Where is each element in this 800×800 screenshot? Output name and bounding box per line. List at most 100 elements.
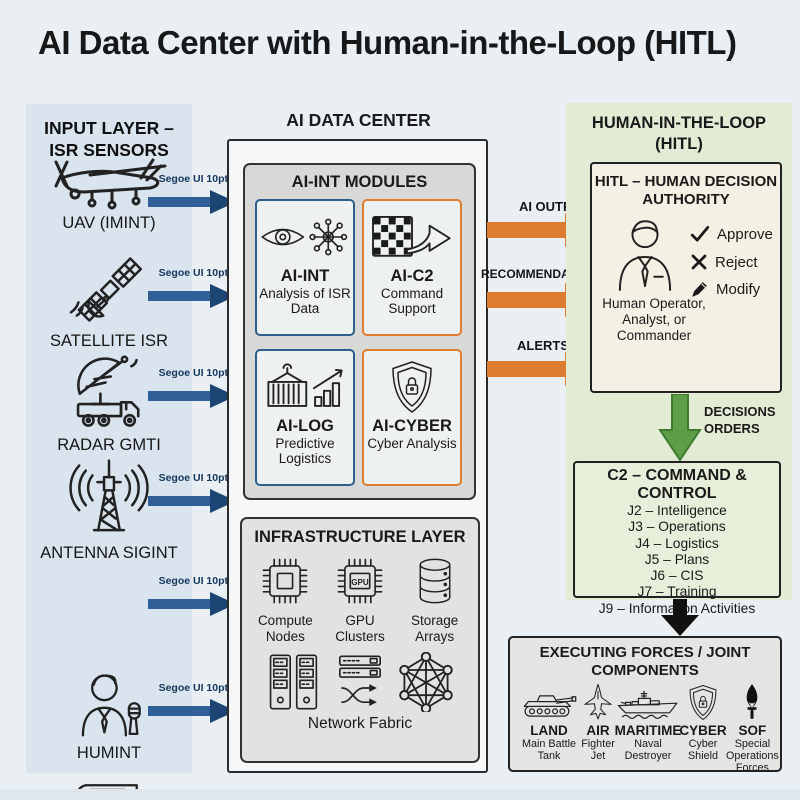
flow-arrow-satellite: Segoe UI 10pt (148, 267, 236, 313)
module-name: AI-LOG (276, 417, 334, 435)
unit-name: SOF (738, 723, 767, 738)
mesh-network-icon (399, 652, 453, 713)
infra-item-label: GPU Clusters (335, 613, 385, 644)
infra-item-label: Compute Nodes (257, 613, 313, 644)
sensor-label: UAV (IMINT) (62, 214, 156, 232)
infra-compute: Compute Nodes (248, 554, 322, 644)
unit-name: LAND (530, 723, 568, 738)
unit-desc: Fighter Jet (581, 738, 615, 763)
decisions-orders-label: DECISIONS ORDERS (704, 404, 776, 436)
sensor-label: ANTENNA SIGINT (40, 544, 178, 562)
network-fabric-icons (242, 652, 478, 713)
server-rack-icon (269, 654, 318, 710)
module-name: AI-CYBER (372, 417, 452, 435)
flow-arrow-humint: Segoe UI 10pt (148, 575, 236, 621)
sensor-humint: HUMINT (26, 668, 192, 763)
network-fabric-label: Network Fabric (307, 715, 413, 733)
action-label: Approve (717, 225, 773, 243)
infra-gpu: GPU GPU Clusters (323, 554, 397, 644)
arrow-caption: Segoe UI 10pt (158, 575, 228, 587)
unit-name: MARITIME (614, 723, 682, 738)
sensor-satellite: SATELLITE ISR (26, 252, 192, 351)
x-icon (691, 254, 707, 270)
c2-staff-item: J2 – Intelligence (627, 503, 727, 518)
unit-land: LAND Main Battle Tank (518, 683, 580, 774)
unit-name: AIR (586, 723, 610, 738)
executing-forces-header: EXECUTING FORCES / JOINT COMPONENTS (539, 644, 751, 679)
sensor-uav: UAV (IMINT) (26, 150, 192, 233)
module-ai-c2: AI-C2 Command Support (362, 199, 462, 336)
sensor-antenna: ANTENNA SIGINT (26, 454, 192, 563)
ai-modules-header: AI-INT MODULES (291, 173, 428, 191)
action-reject: Reject (690, 253, 773, 271)
module-name: AI-C2 (390, 267, 434, 285)
eye-network-icon (259, 208, 351, 266)
c2-staff-item: J4 – Logistics (635, 535, 719, 551)
infrastructure-box: INFRASTRUCTURE LAYER Compute Nodes GPU (240, 517, 480, 763)
alerts-label: ALERTS (517, 338, 569, 353)
sensor-radar: RADAR GMTI (26, 352, 192, 455)
orders-arrow (661, 599, 699, 636)
action-label: Modify (716, 281, 761, 298)
input-layer-panel: INPUT LAYER – ISR SENSORS UAV (IMINT) (26, 104, 192, 800)
flow-arrow-antenna: Segoe UI 10pt (148, 472, 236, 518)
sensor-label: HUMINT (76, 744, 142, 762)
c2-staff-item: J6 – CIS (650, 568, 704, 584)
c2-box: C2 – COMMAND & CONTROL J2 – Intelligence… (573, 461, 781, 616)
bottom-edge-strip (0, 789, 800, 800)
arrow-caption: Segoe UI 10pt (158, 267, 228, 279)
hitl-header: HUMAN-IN-THE-LOOP (HITL) (591, 114, 767, 153)
module-desc: Predictive Logistics (275, 436, 335, 467)
fighter-jet-icon (580, 683, 616, 721)
module-name: AI-INT (280, 267, 330, 285)
gpu-chip-icon: GPU (337, 558, 383, 604)
executing-forces-box: EXECUTING FORCES / JOINT COMPONENTS LAND… (508, 636, 782, 774)
infra-item-label: Storage Arrays (410, 613, 459, 644)
unit-desc: Special Operations Forces (726, 738, 779, 775)
unit-name: CYBER (679, 723, 727, 738)
infrastructure-items: Compute Nodes GPU GPU Clusters (242, 554, 478, 644)
unit-desc: Main Battle Tank (521, 738, 576, 763)
unit-desc: Cyber Shield (687, 738, 718, 763)
module-ai-cyber: AI-CYBER Cyber Analysis (362, 349, 462, 486)
arrow-caption: Segoe UI 10pt (158, 472, 228, 484)
infra-storage: Storage Arrays (398, 554, 472, 644)
chip-icon (262, 558, 308, 604)
decision-authority-header: HITL – HUMAN DECISION AUTHORITY (594, 173, 778, 208)
decision-authority-box: HITL – HUMAN DECISION AUTHORITY Approve … (590, 162, 782, 393)
unit-maritime: MARITIME Naval Destroyer (614, 683, 682, 774)
shield-lock-icon (386, 358, 438, 416)
satellite-icon (26, 252, 192, 328)
drone-icon (26, 150, 192, 210)
c2-staff-item: J3 – Operations (628, 519, 726, 535)
module-desc: Command Support (380, 286, 444, 317)
sensor-label: SATELLITE ISR (50, 332, 168, 350)
infrastructure-header: INFRASTRUCTURE LAYER (254, 528, 466, 546)
flow-arrow-radar: Segoe UI 10pt (148, 367, 236, 413)
c2-staff-item: J5 – Plans (644, 551, 710, 567)
shield-lock-icon (686, 683, 720, 721)
units-row: LAND Main Battle Tank AIR Fighter Jet (510, 680, 780, 774)
c2-staff-item: J7 – Training (637, 584, 717, 600)
spearhead-icon (739, 683, 765, 721)
input-layer-header: INPUT LAYER – ISR SENSORS (44, 118, 174, 160)
container-chart-icon (259, 358, 351, 416)
tank-icon (518, 683, 580, 721)
page-title: AI Data Center with Human-in-the-Loop (H… (38, 24, 737, 61)
ai-modules-grid: AI-INT Analysis of ISR Data (255, 199, 462, 486)
decisions-arrow (658, 394, 702, 462)
check-icon (690, 225, 710, 242)
ai-modules-box: AI-INT MODULES (243, 163, 476, 500)
storage-icon (419, 558, 451, 604)
unit-sof: SOF Special Operations Forces (726, 683, 779, 774)
c2-header: C2 – COMMAND & CONTROL (607, 467, 747, 502)
arrow-caption: Segoe UI 10pt (158, 173, 228, 185)
human-operator-icon (618, 220, 672, 291)
svg-text:GPU: GPU (351, 578, 369, 587)
operator-role-text: Human Operator, Analyst, or Commander (602, 296, 706, 344)
decision-actions: Approve Reject Modify (690, 224, 773, 299)
switch-shuffle-icon (339, 655, 381, 707)
sensor-label: RADAR GMTI (57, 436, 161, 454)
action-modify: Modify (690, 280, 773, 299)
